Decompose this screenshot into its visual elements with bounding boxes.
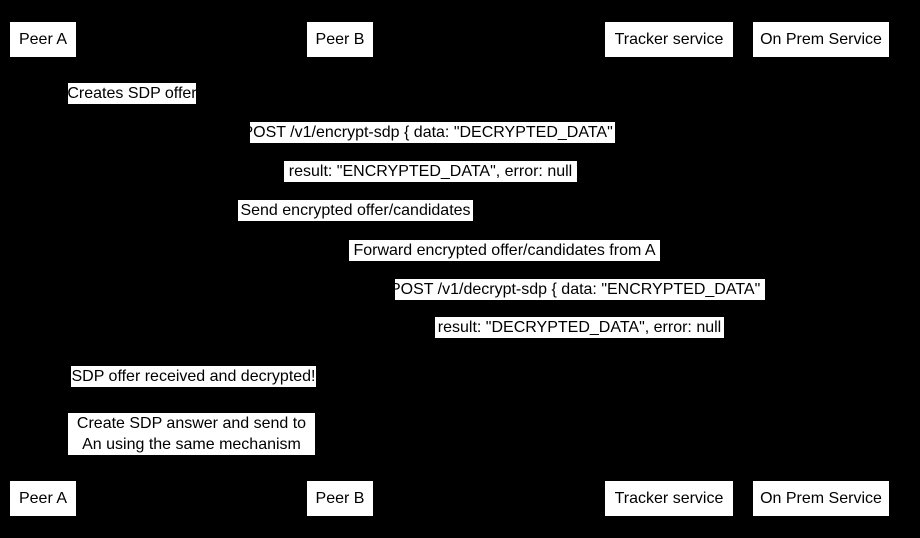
- participant-peer-a-top[interactable]: Peer A: [10, 22, 76, 57]
- lifeline-peer-b: [340, 57, 341, 481]
- message-label-creates-sdp-offer[interactable]: Creates SDP offer: [67, 83, 197, 104]
- participant-label: Peer A: [18, 489, 68, 507]
- message-label-encrypt-sdp-result[interactable]: { result: "ENCRYPTED_DATA", error: null …: [279, 161, 583, 182]
- participant-label: Peer B: [315, 489, 365, 507]
- message-label-post-encrypt-sdp[interactable]: POST /v1/encrypt-sdp { data: "DECRYPTED_…: [242, 122, 623, 143]
- message-label-create-sdp-answer[interactable]: Create SDP answer and send to An using t…: [68, 413, 315, 455]
- lifeline-peer-a: [43, 57, 44, 481]
- participant-on-prem-service-bottom[interactable]: On Prem Service: [753, 481, 889, 516]
- message-label-forward-encrypted-offer[interactable]: Forward encrypted offer/candidates from …: [349, 240, 660, 261]
- lifeline-on-prem: [821, 57, 822, 481]
- participant-label: On Prem Service: [760, 30, 882, 48]
- participant-label: Peer B: [315, 30, 365, 48]
- lifeline-tracker: [669, 57, 670, 481]
- participant-label: Tracker service: [614, 489, 724, 507]
- message-label-decrypt-sdp-result[interactable]: { result: "DECRYPTED_DATA", error: null …: [428, 317, 732, 338]
- participant-label: Tracker service: [614, 30, 724, 48]
- participant-peer-a-bottom[interactable]: Peer A: [10, 481, 76, 516]
- message-label-post-decrypt-sdp[interactable]: POST /v1/decrypt-sdp { data: "ENCRYPTED_…: [389, 279, 771, 300]
- participant-on-prem-service-top[interactable]: On Prem Service: [753, 22, 889, 57]
- participant-label: Peer A: [18, 30, 68, 48]
- participant-peer-b-bottom[interactable]: Peer B: [307, 481, 373, 516]
- message-label-send-encrypted-offer[interactable]: Send encrypted offer/candidates: [238, 200, 473, 221]
- participant-label: On Prem Service: [760, 489, 882, 507]
- message-label-sdp-offer-received[interactable]: SDP offer received and decrypted!: [71, 366, 316, 387]
- participant-peer-b-top[interactable]: Peer B: [307, 22, 373, 57]
- participant-tracker-service-top[interactable]: Tracker service: [605, 22, 733, 57]
- participant-tracker-service-bottom[interactable]: Tracker service: [605, 481, 733, 516]
